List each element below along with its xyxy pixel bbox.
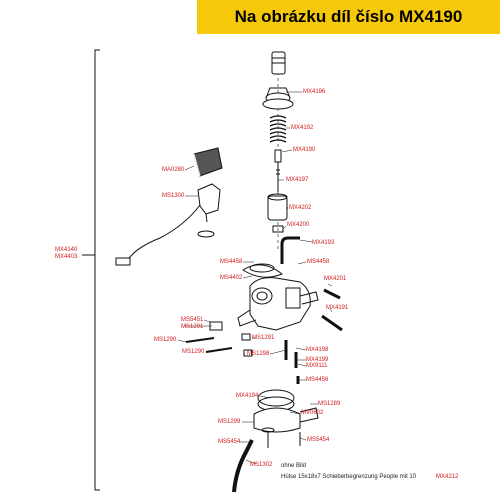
label-ms1302: MS1302 — [250, 462, 273, 468]
label-ms5454-right: MS5454 — [307, 437, 330, 443]
label-ms4456: MS4456 — [306, 377, 329, 383]
label-mx4403: MX4403 — [55, 254, 78, 260]
label-ms1290-left: MS1290 — [154, 337, 177, 343]
label-ms1299: MS1299 — [218, 419, 241, 425]
label-mx4193: MX4193 — [312, 240, 335, 246]
mx4201-screw — [323, 288, 341, 300]
bent-tube-part — [280, 236, 300, 264]
intake-rubber-part — [193, 147, 223, 177]
spring-part — [269, 115, 287, 143]
banner-title: Na obrázku díl číslo MX4190 — [234, 7, 463, 26]
label-ms5451: MS5451 — [181, 317, 204, 323]
label-ms1290-lower: MS1290 — [182, 349, 205, 355]
label-mx4198: MX4198 — [306, 347, 329, 353]
needle-part — [274, 149, 282, 192]
label-ms5454-left: MS5454 — [218, 439, 241, 445]
throttle-slide-part — [267, 193, 288, 221]
label-mx4190: MX4190 — [293, 147, 316, 153]
label-mx4202: MX4202 — [289, 205, 312, 211]
label-ms4458-left: MS4458 — [220, 259, 243, 265]
nut-part — [272, 225, 284, 233]
needle-cap-part — [262, 51, 294, 110]
label-ms1298: MS1298 — [247, 351, 270, 357]
part-number-banner: Na obrázku díl číslo MX4190 — [197, 0, 500, 34]
assembly-bracket — [94, 49, 100, 491]
label-ms1289: MS1289 — [318, 401, 341, 407]
label-mx4199: MX4199 — [306, 357, 329, 363]
label-ma0280: MA0280 — [162, 167, 185, 173]
label-ms1291-right: MS1291 — [252, 335, 275, 341]
float-bowl-part — [253, 389, 319, 448]
label-ms1300: MS1300 — [162, 193, 185, 199]
label-mx4201: MX4201 — [324, 276, 347, 282]
label-mx4140: MX4140 — [55, 247, 78, 253]
label-ms4402: MS4402 — [220, 275, 243, 281]
label-mx4192: MX4192 — [291, 125, 314, 131]
label-mx9111: MX9111 — [306, 363, 328, 369]
label-mx4197: MX4197 — [286, 177, 309, 183]
carburetor-body-part — [237, 277, 319, 331]
label-mx4200: MX4200 — [287, 222, 310, 228]
note-huelse: Hülse 15x18x7 Schieberbegrenzung People … — [281, 474, 417, 480]
label-mx4196: MX4196 — [303, 89, 326, 95]
mx4191-screw — [321, 314, 343, 332]
label-ms4458-right: MS4458 — [307, 259, 330, 265]
label-ms1291-left: MS1291 — [181, 324, 204, 330]
auto-choke-part — [115, 183, 221, 266]
label-mx4194: MX4194 — [236, 393, 259, 399]
label-mx4191: MX4191 — [326, 305, 349, 311]
note-ohne-bild: ohne Bild — [281, 463, 307, 469]
label-mv0602: MV0602 — [301, 410, 324, 416]
label-mx4212: MX4212 — [436, 474, 459, 480]
drain-hose-part — [232, 439, 254, 493]
